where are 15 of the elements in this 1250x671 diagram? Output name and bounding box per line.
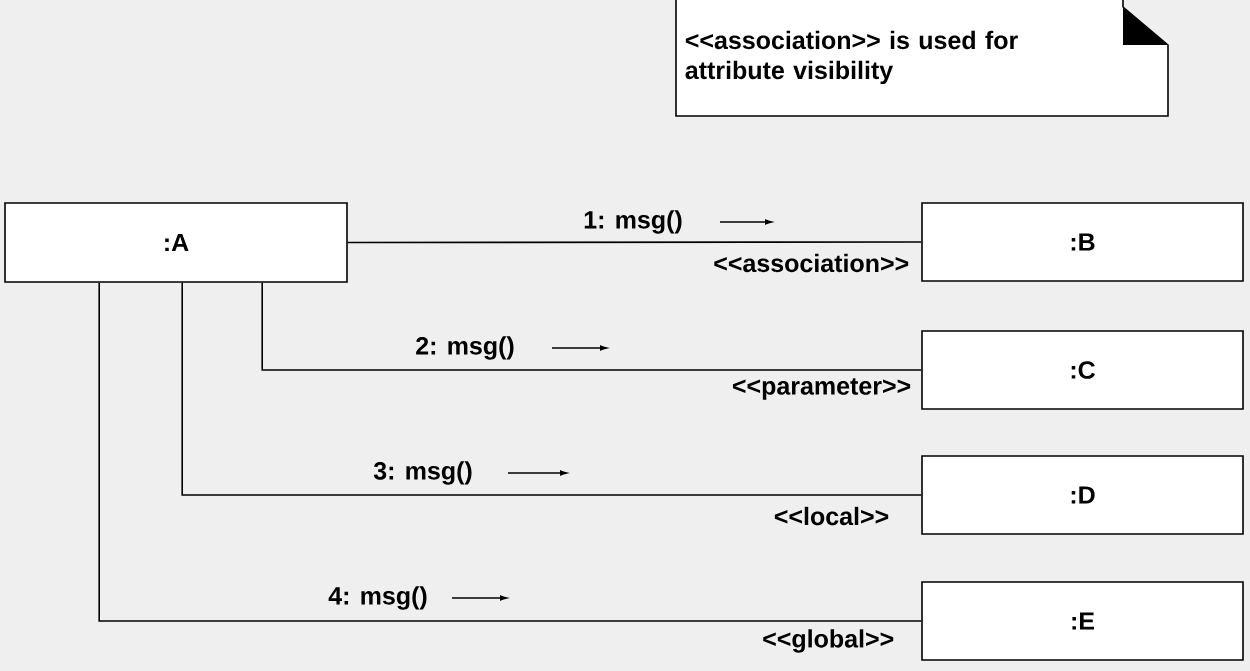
connector-line: [261, 282, 922, 371]
object-box: :B: [921, 202, 1244, 282]
edge-label: 1: msg(): [584, 210, 682, 234]
object-box: :E: [921, 581, 1244, 661]
note-box: <<association>> is used for attribute visibility: [675, 0, 1169, 117]
connector-line: [98, 282, 922, 622]
connector-line: [181, 282, 922, 496]
connector-line: [347, 241, 922, 244]
edge-label: 4: msg(): [328, 586, 427, 610]
stereotype-label: <<local>>: [774, 506, 889, 526]
object-box: :D: [921, 455, 1244, 535]
edge-label: 3: msg(): [373, 461, 472, 485]
edge-label: 2: msg(): [416, 336, 514, 360]
object-box: :C: [921, 330, 1244, 410]
object-box: :A: [4, 202, 348, 283]
